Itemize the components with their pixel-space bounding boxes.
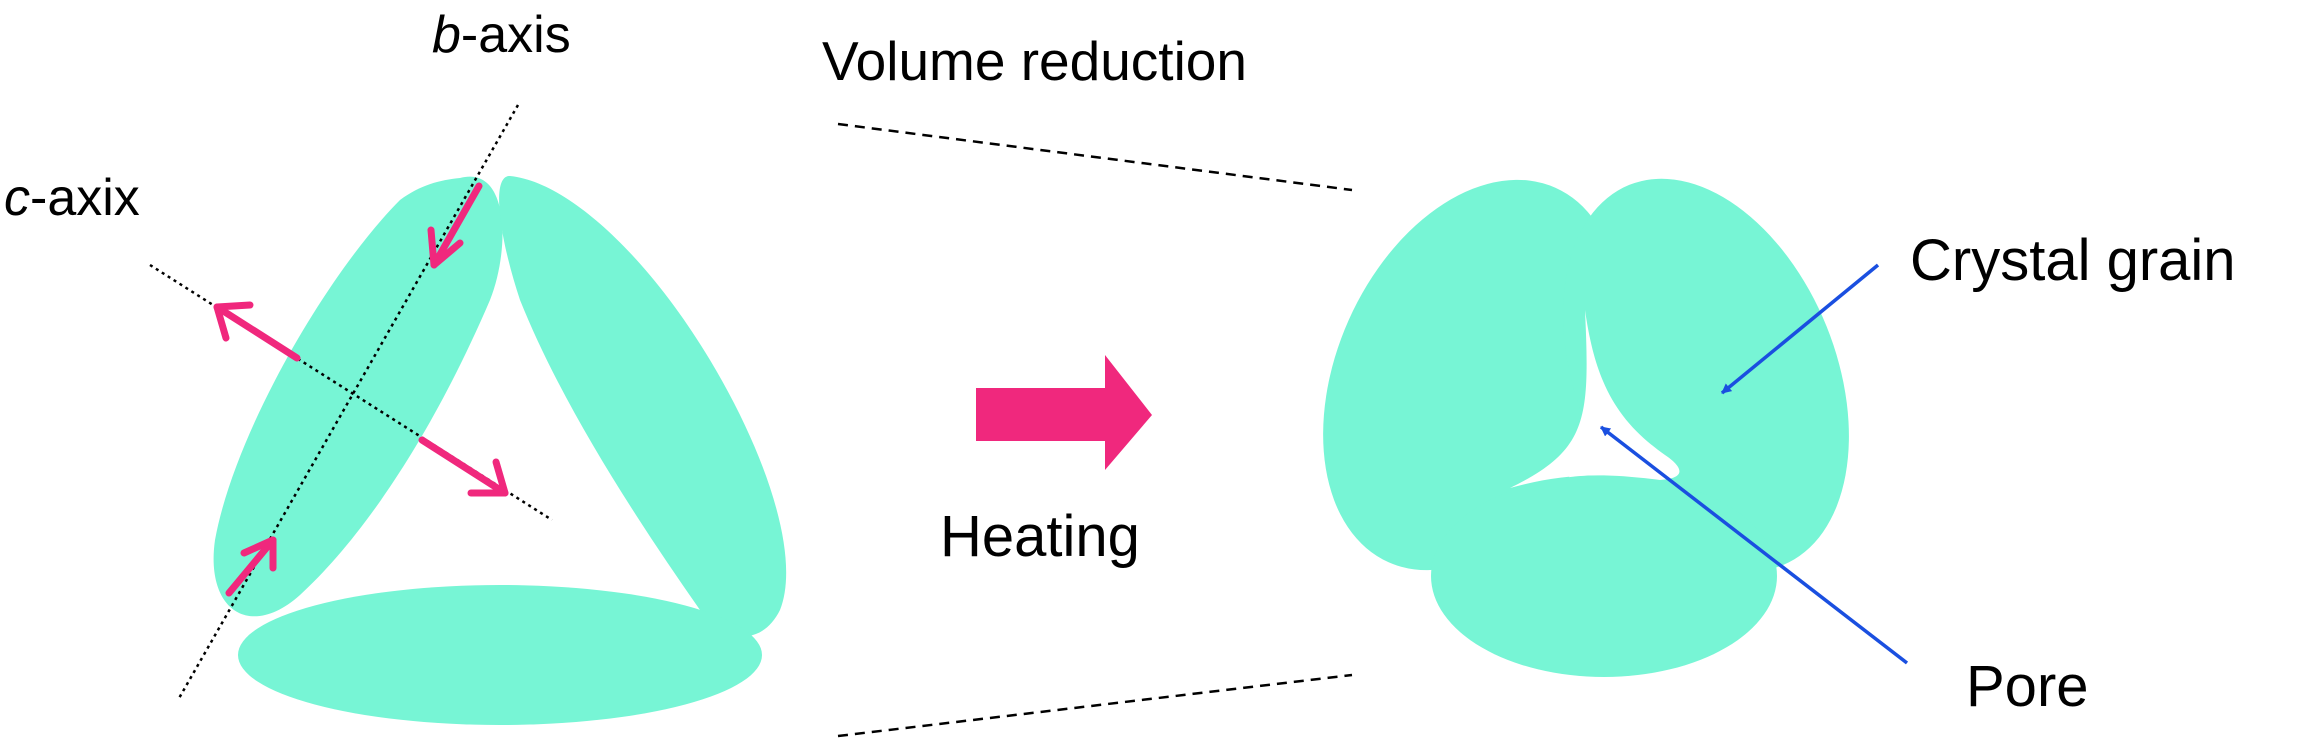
- volume-reduction-label: Volume reduction: [822, 30, 1247, 92]
- b-axis-compression-arrows: [225, 182, 483, 597]
- volume-reduction-guide-top: [837, 122, 1353, 192]
- crystal-grain-before-bottom: [238, 585, 762, 725]
- pore-label: Pore: [1966, 654, 2089, 719]
- crystal-grain-label: Crystal grain: [1910, 228, 2236, 293]
- heating-arrow: [976, 355, 1152, 470]
- pore-region: [1510, 310, 1680, 488]
- crystal-grain-pointer-arrow: [1720, 263, 1880, 395]
- crystal-grain-after-bottom: [1431, 475, 1777, 677]
- c-axis-label: c-axix: [4, 169, 140, 227]
- heating-label: Heating: [940, 504, 1140, 569]
- pore-pointer-arrow: [1599, 425, 1909, 665]
- b-axis-label: b-axis: [432, 6, 571, 64]
- grain-cluster-after: [1323, 178, 1849, 677]
- c-axis-expansion-arrows: [213, 301, 509, 497]
- grain-cluster-before: [213, 175, 787, 725]
- volume-reduction-guide-bottom: [837, 673, 1353, 738]
- b-axis-line: [176, 104, 520, 701]
- crystal-grain-before-right: [499, 175, 787, 637]
